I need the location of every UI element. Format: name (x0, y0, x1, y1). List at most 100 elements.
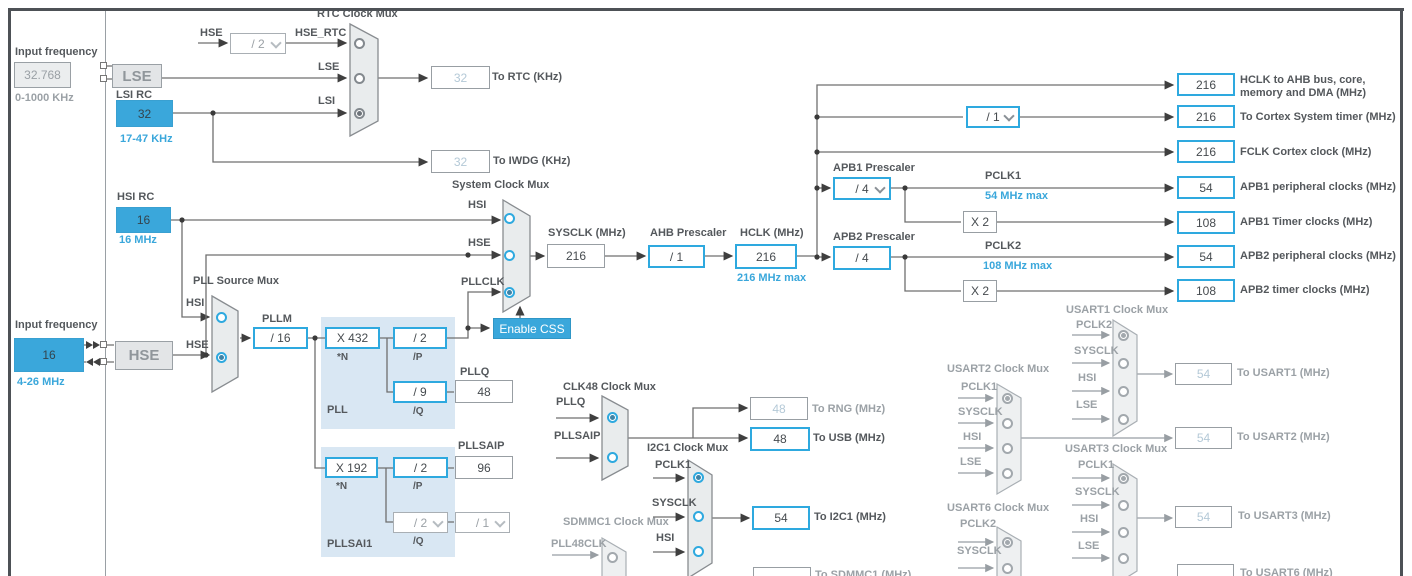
usart1-pclk2-signal-label: PCLK2 (1076, 319, 1113, 331)
sysmux-radio-hsi[interactable] (504, 213, 515, 224)
sysmux-hse-signal-label: HSE (468, 237, 491, 249)
disabled-mux-shapes (601, 318, 1138, 576)
to-usart1-label: To USART1 (MHz) (1237, 367, 1330, 379)
usart2-mux-radio-hsi[interactable] (1002, 443, 1013, 454)
apb1-peripheral-output-box[interactable]: 54 (1177, 176, 1235, 199)
chevron-down-icon (432, 515, 444, 528)
rtc-hse-signal-label: HSE (200, 27, 223, 39)
hse-rtc-signal-label: HSE_RTC (295, 27, 347, 39)
system-clock-mux-title: System Clock Mux (452, 179, 550, 191)
to-rtc-value-box: 32 (431, 66, 490, 89)
system-clock-mux-shape (502, 198, 531, 314)
mux-shapes (211, 22, 713, 576)
usart2-clock-mux-title: USART2 Clock Mux (947, 363, 1050, 375)
pllm-divider-box[interactable]: / 16 (253, 327, 308, 349)
pll-q-divider-box[interactable]: / 9 (393, 381, 447, 403)
usart1-mux-radio-lse[interactable] (1118, 414, 1129, 425)
usart1-mux-radio-sysclk[interactable] (1118, 358, 1129, 369)
sdmmc1-mux-radio-pll48clk[interactable] (607, 552, 618, 563)
hse-pin-connector (100, 358, 107, 365)
hclk-ahb-output-box[interactable]: 216 (1177, 73, 1235, 96)
pllsai-q-divider-dropdown[interactable]: / 2 (393, 512, 448, 533)
pllmux-radio-hse[interactable] (216, 352, 227, 363)
usart6-mux-radio-pclk2[interactable] (1002, 537, 1013, 548)
to-usb-value-box[interactable]: 48 (750, 427, 810, 451)
to-i2c1-value-box[interactable]: 54 (752, 506, 810, 530)
to-usart3-value-box: 54 (1175, 506, 1232, 528)
pllm-label: PLLM (262, 313, 292, 325)
usart1-mux-radio-hsi[interactable] (1118, 386, 1129, 397)
lse-pin-connector (100, 75, 107, 82)
rtc-mux-radio-lsi[interactable] (354, 108, 365, 119)
usart2-mux-radio-lse[interactable] (1002, 468, 1013, 479)
i2c1-hsi-signal-label: HSI (656, 532, 675, 544)
pllsai-n-multiplier-box[interactable]: X 192 (325, 457, 378, 478)
pllsai-q-divider-value: / 2 (413, 515, 428, 530)
usart1-mux-radio-pclk2[interactable] (1118, 330, 1129, 341)
pll-block-title: PLL (327, 404, 348, 416)
cortex-timer-divider-dropdown[interactable]: / 1 (966, 106, 1020, 128)
sdmmc1-pll48clk-signal-label: PLL48CLK (551, 538, 607, 550)
pllmux-radio-hsi[interactable] (216, 312, 227, 323)
pllsai-p-sub-label: /P (413, 481, 423, 492)
frame-top (8, 8, 1404, 11)
cortex-timer-divider-value: / 1 (986, 110, 1000, 124)
apb2-prescaler-box[interactable]: / 4 (833, 246, 891, 270)
usart6-pclk2-signal-label: PCLK2 (960, 518, 997, 530)
fclk-output-box[interactable]: 216 (1177, 140, 1235, 163)
apb1-prescaler-dropdown[interactable]: / 4 (833, 177, 891, 200)
pllsaip-value-box: 96 (455, 456, 513, 479)
frame-left (8, 8, 11, 576)
usart2-mux-radio-sysclk[interactable] (1002, 418, 1013, 429)
ahb-prescaler-box[interactable]: / 1 (648, 245, 705, 268)
rtc-clock-mux-title: RTC Clock Mux (317, 8, 398, 20)
usart2-mux-radio-pclk1[interactable] (1002, 393, 1013, 404)
rtc-lsi-signal-label: LSI (318, 95, 336, 107)
hse-pin-connector (100, 341, 107, 348)
pllsai-div2-dropdown[interactable]: / 1 (455, 512, 510, 533)
lsi-rc-label: LSI RC (116, 89, 153, 101)
usart3-mux-radio-lse[interactable] (1118, 553, 1129, 564)
apb2-timer-output-box[interactable]: 108 (1177, 279, 1235, 302)
hse-input-range-label: 4-26 MHz (17, 376, 65, 388)
enable-css-button[interactable]: Enable CSS (493, 318, 571, 339)
sysmux-pllclk-signal-label: PLLCLK (461, 276, 505, 288)
usart6-sysclk-signal-label: SYSCLK (957, 545, 1002, 557)
hse-source-block: HSE (115, 341, 173, 370)
rtc-mux-radio-hse-rtc[interactable] (354, 38, 365, 49)
rtc-hse-divider-dropdown[interactable]: / 2 (230, 33, 286, 54)
clk48-mux-radio-pllq[interactable] (607, 412, 618, 423)
usart3-lse-signal-label: LSE (1078, 540, 1100, 552)
sysmux-radio-hse[interactable] (504, 250, 515, 261)
lse-source-block: LSE (112, 64, 162, 88)
cortex-timer-output-box[interactable]: 216 (1177, 105, 1235, 128)
pllq-value-box: 48 (455, 380, 513, 403)
clk48-mux-radio-pllsaip[interactable] (607, 452, 618, 463)
i2c1-mux-radio-sysclk[interactable] (693, 511, 704, 522)
usart3-mux-radio-sysclk[interactable] (1118, 500, 1129, 511)
apb2-timer-output-label: APB2 timer clocks (MHz) (1240, 284, 1370, 296)
apb1-timer-output-box[interactable]: 108 (1177, 211, 1235, 234)
usart3-mux-radio-pclk1[interactable] (1118, 473, 1129, 484)
apb2-peripheral-output-box[interactable]: 54 (1177, 245, 1235, 268)
hclk-value-box[interactable]: 216 (735, 244, 797, 269)
i2c1-mux-radio-hsi[interactable] (693, 546, 704, 557)
i2c1-sysclk-signal-label: SYSCLK (652, 497, 697, 509)
usart3-mux-radio-hsi[interactable] (1118, 527, 1129, 538)
pll-n-multiplier-box[interactable]: X 432 (325, 327, 380, 349)
rtc-mux-radio-lse[interactable] (354, 73, 365, 84)
pllsai-q-sub-label: /Q (413, 536, 424, 547)
apb2-prescaler-label: APB2 Prescaler (833, 231, 915, 243)
usart1-clock-mux-title: USART1 Clock Mux (1066, 304, 1169, 316)
pll-p-divider-box[interactable]: / 2 (393, 327, 447, 349)
sysmux-radio-pllclk[interactable] (504, 287, 515, 298)
lsi-range-label: 17-47 KHz (120, 133, 173, 145)
i2c1-mux-radio-pclk1[interactable] (693, 472, 704, 483)
hclk-ahb-output-label: HCLK to AHB bus, core, (1240, 74, 1366, 86)
usart3-sysclk-signal-label: SYSCLK (1075, 486, 1120, 498)
hse-input-frequency-field[interactable]: 16 (14, 338, 84, 372)
pllsai-p-divider-box[interactable]: / 2 (393, 457, 448, 478)
clk48-clock-mux-shape (601, 394, 629, 482)
usart6-mux-radio-sysclk[interactable] (1002, 563, 1013, 574)
